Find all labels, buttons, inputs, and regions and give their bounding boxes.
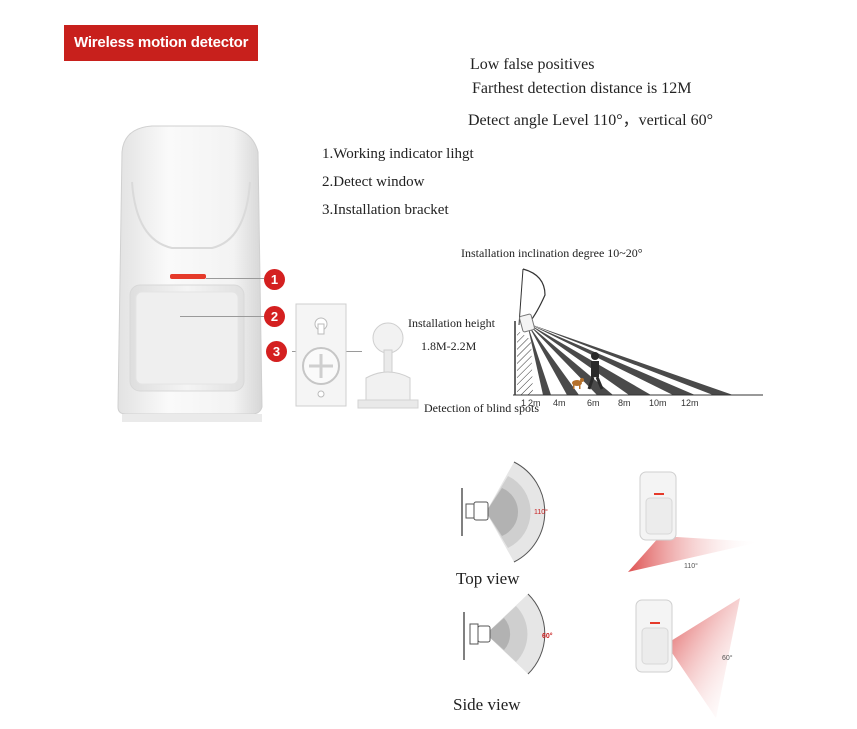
distance-tick-1: 1 [521,398,526,408]
product-title-banner: Wireless motion detector [64,25,258,61]
distance-tick-8m: 8m [618,398,631,408]
distance-tick-12m: 12m [681,398,699,408]
distance-tick-2m: 2m [528,398,541,408]
top-view-angle-label: 110° [534,508,548,516]
callout-leader-2 [180,316,264,317]
side-view-diagram: 60° [463,593,553,675]
installation-height-value: 1.8M-2.2M [421,339,477,353]
top-view-photo: 110° [628,471,760,572]
side-view-angle-label: 60° [542,632,553,640]
top-photo-angle-label: 110° [684,562,698,570]
working-indicator-light [170,274,206,279]
inclination-label: Installation inclination degree 10~20° [461,246,643,260]
installation-height-label: Installation height [408,316,495,330]
distance-tick-6m: 6m [587,398,600,408]
distance-tick-4m: 4m [553,398,566,408]
callout-leader-1 [206,278,264,279]
installation-bracket [295,303,419,409]
side-view-photo: 60° [635,598,740,718]
side-photo-angle-label: 60° [722,654,733,662]
top-view-diagram: 110° [461,461,548,563]
part-label-indicator: 1.Working indicator lihgt [322,146,474,162]
installation-coverage-diagram: 1 2m 4m 6m 8m 10m 12m [513,268,763,408]
callout-badge-2: 2 [264,306,285,327]
feature-detect-angle: Detect angle Level 110°，vertical 60° [468,112,713,129]
distance-tick-10m: 10m [649,398,667,408]
blind-spot-label: Detection of blind spots [424,401,539,415]
part-label-window: 2.Detect window [322,174,425,190]
side-view-label: Side view [453,695,521,714]
callout-badge-1: 1 [264,269,285,290]
feature-detection-distance: Farthest detection distance is 12M [472,80,692,97]
callout-badge-3: 3 [266,341,287,362]
part-label-bracket: 3.Installation bracket [322,202,449,218]
feature-false-positives: Low false positives [470,56,595,73]
motion-sensor-device [117,125,263,422]
top-view-label: Top view [456,569,520,588]
